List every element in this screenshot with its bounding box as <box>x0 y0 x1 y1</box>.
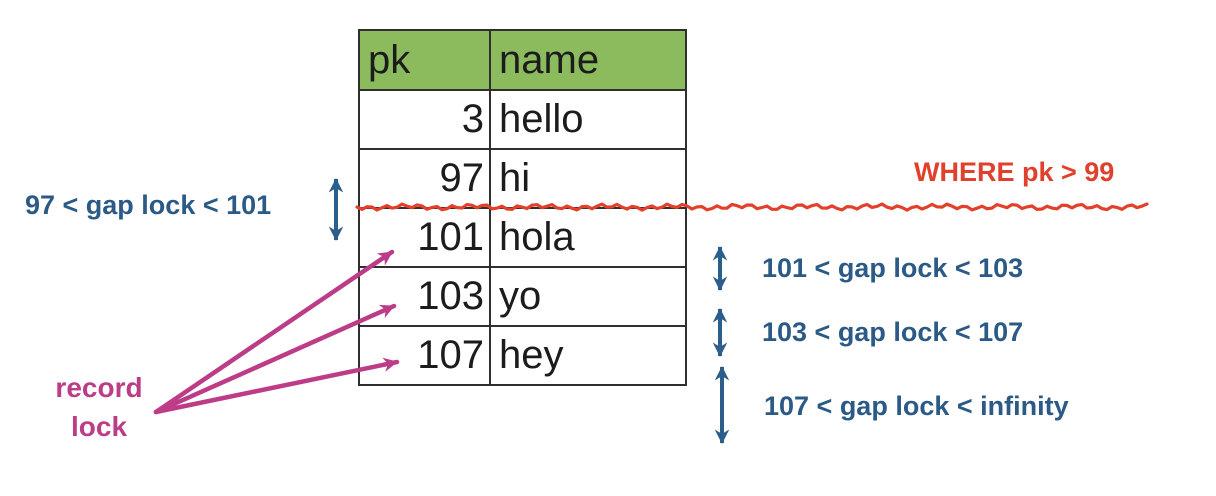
table-row: 97 hi <box>358 148 687 209</box>
name-cell: hey <box>489 325 687 386</box>
pk-cell: 97 <box>358 148 491 209</box>
name-cell: hello <box>489 89 687 150</box>
table-row: 107 hey <box>358 325 687 386</box>
column-header-pk: pk <box>358 29 491 91</box>
table-row: 101 hola <box>358 207 687 268</box>
record-lock-label-line1: record <box>55 372 143 403</box>
pk-cell: 107 <box>358 325 491 386</box>
records-table: pk name 3 hello 97 hi 101 hola 103 yo 10 <box>358 29 687 386</box>
gap-lock-label-107-infinity: 107 < gap lock < infinity <box>764 391 1069 421</box>
name-cell: yo <box>489 266 687 327</box>
name-cell: hola <box>489 207 687 268</box>
gap-lock-label-103-107: 103 < gap lock < 107 <box>762 317 1024 347</box>
record-lock-label-line2: lock <box>70 411 128 442</box>
table-header-row: pk name <box>358 29 687 91</box>
record-lock-arrow-101 <box>153 249 395 415</box>
pk-cell: 3 <box>358 89 491 150</box>
gap-lock-label-97-101: 97 < gap lock < 101 <box>25 190 272 220</box>
table-row: 3 hello <box>358 89 687 150</box>
pk-cell: 103 <box>358 266 491 327</box>
table-row: 103 yo <box>358 266 687 327</box>
gap-lock-label-101-103: 101 < gap lock < 103 <box>762 253 1024 283</box>
record-lock-label: record lock <box>40 368 158 446</box>
column-header-name: name <box>489 29 687 91</box>
pk-cell: 101 <box>358 207 491 268</box>
where-clause-label: WHERE pk > 99 <box>914 157 1115 187</box>
name-cell: hi <box>489 148 687 209</box>
